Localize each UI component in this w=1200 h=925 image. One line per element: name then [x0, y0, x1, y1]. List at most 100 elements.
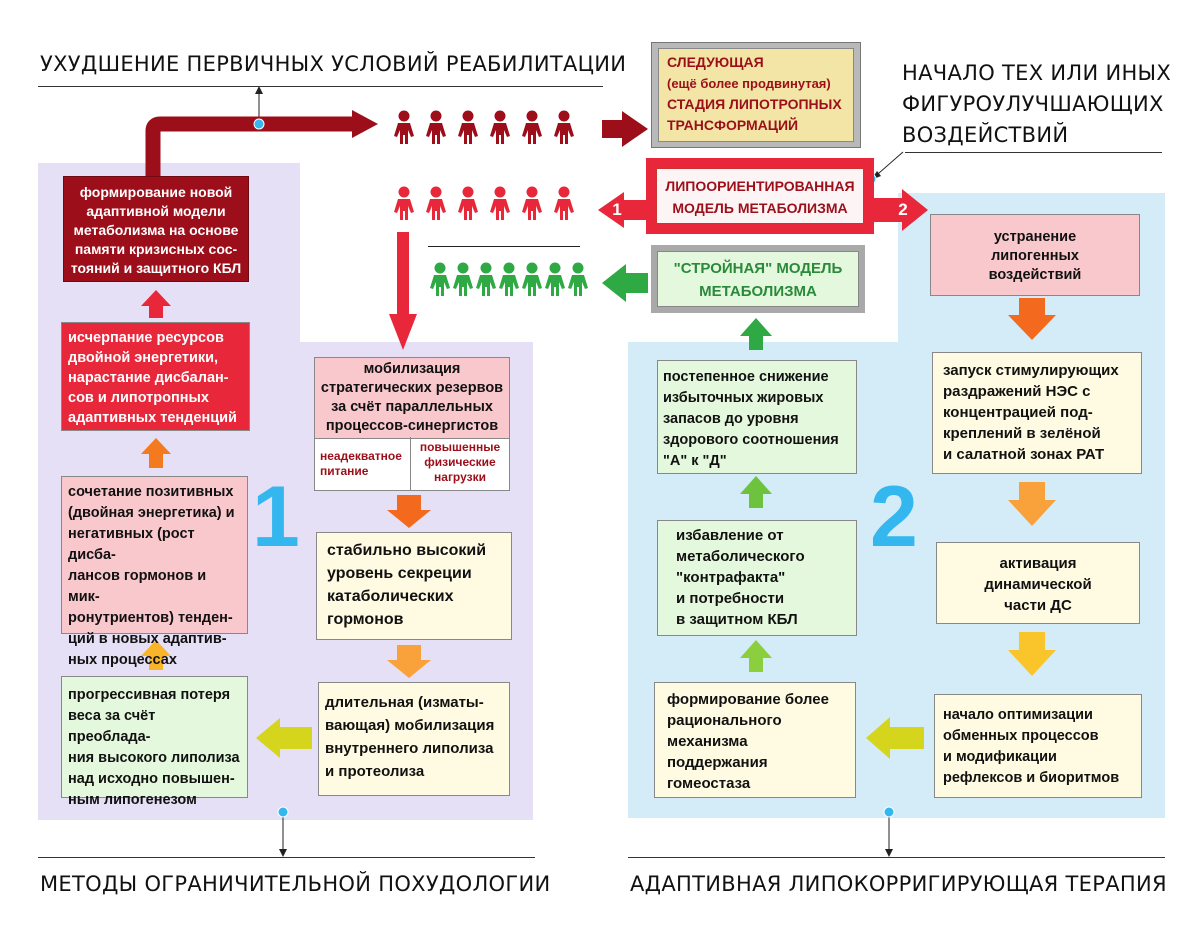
- lipolysis-line: и протеолиза: [325, 763, 425, 780]
- contrafact-line: в защитном КБЛ: [676, 611, 798, 628]
- mobilization-box: мобилизация стратегических резервов за с…: [314, 357, 510, 491]
- launch-line: креплений в зелёной: [943, 425, 1101, 442]
- launch-box: запуск стимулирующих раздражений НЭС с к…: [932, 352, 1142, 474]
- reduction-line: постепенное снижение: [663, 369, 829, 385]
- next-stage-line: СТАДИЯ ЛИПОТРОПНЫХ: [667, 96, 842, 112]
- arrow-up-reduction-to-slim: [740, 318, 772, 350]
- lipolysis-line: длительная (изматы-: [325, 694, 484, 711]
- next-stage-line: ТРАНСФОРМАЦИЙ: [667, 117, 799, 133]
- combination-line: ронутриентов) тенден-: [68, 610, 233, 626]
- remove-line: липогенных: [991, 248, 1079, 264]
- combination-box: сочетание позитивных (двойная энергетика…: [61, 476, 248, 668]
- right-big-number: 2: [870, 469, 918, 565]
- launch-line: и салатной зонах РАТ: [943, 446, 1105, 463]
- activation-line: динамической: [984, 576, 1092, 593]
- arrow-up-comb-to-exhaust: [141, 438, 171, 468]
- lipo-model-line: МОДЕЛЬ МЕТАБОЛИЗМА: [672, 200, 848, 216]
- pipe-arrow-head: [352, 110, 378, 138]
- contrafact-box: избавление от метаболического "контрафак…: [657, 520, 857, 636]
- lipolysis-box: длительная (изматы- вающая) мобилизация …: [318, 682, 510, 796]
- mechanism-line: поддержания: [667, 754, 768, 771]
- exhaustion-line: сов и липотропных: [68, 390, 209, 406]
- contrafact-line: избавление от: [676, 527, 784, 544]
- heading-bottom-left: МЕТОДЫ ОГРАНИЧИТЕЛЬНОЙ ПОХУДОЛОГИИ: [40, 872, 551, 896]
- sub-load-line: физические: [424, 455, 496, 469]
- activation-line: части ДС: [1004, 597, 1072, 614]
- new-model-line: формирование новой: [79, 184, 233, 200]
- divider-bottom-right: [628, 857, 1165, 858]
- arrow-up-mechanism-to-contrafact: [740, 640, 772, 672]
- reduction-line: избыточных жировых: [663, 390, 824, 406]
- exhaustion-box: исчерпание ресурсов двойной энергетики, …: [61, 322, 250, 431]
- catabolic-line: катаболических: [327, 588, 454, 605]
- arrow-down-remove-to-launch: [1008, 298, 1056, 340]
- heading-top-right-line: НАЧАЛО ТЕХ ИЛИ ИНЫХ: [902, 61, 1172, 85]
- mechanism-line: формирование более: [667, 691, 829, 708]
- combination-line: (двойная энергетика) и: [68, 505, 235, 521]
- exhaustion-line: адаптивных тенденций: [68, 410, 237, 426]
- combination-line: ций в новых адаптив-: [68, 631, 227, 647]
- divider-bottom-left: [38, 857, 535, 858]
- weight-loss-line: над исходно повышен-: [68, 771, 235, 787]
- lipolysis-line: внутреннего липолиза: [325, 740, 494, 757]
- mechanism-box: формирование более рационального механиз…: [654, 682, 856, 798]
- weight-loss-line: ния высокого липолиза: [68, 750, 240, 766]
- remove-line: воздействий: [988, 267, 1082, 283]
- weight-loss-line: прогрессивная потеря: [68, 687, 231, 703]
- arrow-up-exhaust-to-new: [141, 290, 171, 318]
- arrow-to-next-stage: [602, 111, 648, 147]
- launch-line: концентрацией под-: [943, 404, 1093, 421]
- exhaustion-line: нарастание дисбалан-: [68, 370, 229, 386]
- heading-top-right-line: ФИГУРОУЛУЧШАЮЩИХ: [902, 92, 1164, 116]
- heading-top-left: УХУДШЕНИЕ ПЕРВИЧНЫХ УСЛОВИЙ РЕАБИЛИТАЦИИ: [40, 52, 627, 76]
- weight-loss-box: прогрессивная потеря веса за счёт преобл…: [61, 676, 248, 808]
- weight-loss-line: веса за счёт преоблада-: [68, 708, 156, 745]
- arrow-down-activation-to-optimization: [1008, 632, 1056, 676]
- sub-nutrition: неадекватное питание: [315, 437, 411, 491]
- sub-nutrition-line: питание: [320, 464, 369, 478]
- reduction-line: "А" к "Д": [663, 453, 727, 469]
- arrow-down-launch-to-activation: [1008, 482, 1056, 526]
- arrow-left-lip-to-loss: [256, 718, 312, 758]
- sub-load: повышенные физические нагрузки: [411, 437, 509, 491]
- divider-top-right: [905, 152, 1162, 153]
- mobilization-line: за счёт параллельных: [331, 399, 493, 415]
- arrow-down-cat-to-lip: [387, 645, 431, 678]
- divider-top-left: [38, 86, 603, 87]
- left-big-number: 1: [252, 469, 300, 565]
- reduction-box: постепенное снижение избыточных жировых …: [657, 360, 857, 474]
- slim-model-line: МЕТАБОЛИЗМА: [699, 283, 817, 300]
- reduction-line: здорового соотношения: [663, 432, 839, 448]
- arrow-left-optimization-to-mechanism: [866, 717, 924, 759]
- sub-load-line: повышенные: [419, 440, 501, 454]
- combination-line: сочетание позитивных: [68, 484, 234, 500]
- mobilization-header: мобилизация стратегических резервов за с…: [315, 358, 509, 439]
- launch-line: запуск стимулирующих: [943, 362, 1119, 379]
- remove-line: устранение: [993, 229, 1077, 245]
- activation-box: активация динамической части ДС: [936, 542, 1140, 624]
- heading-top-right-line: ВОЗДЕЙСТВИЙ: [902, 123, 1069, 147]
- next-stage-box: СЛЕДУЮЩАЯ (ещё более продвинутая) СТАДИЯ…: [658, 48, 854, 142]
- lipolysis-line: вающая) мобилизация: [325, 717, 495, 734]
- contrafact-line: и потребности: [676, 590, 785, 607]
- exhaustion-line: двойной энергетики,: [68, 350, 219, 366]
- launch-line: раздражений НЭС с: [943, 383, 1091, 400]
- arrow-green-left: [602, 264, 648, 302]
- heading-top-right: НАЧАЛО ТЕХ ИЛИ ИНЫХ ФИГУРОУЛУЧШАЮЩИХ ВОЗ…: [902, 58, 1171, 151]
- pipe-arrow: [145, 116, 355, 182]
- reduction-line: запасов до уровня: [663, 411, 799, 427]
- catabolic-line: стабильно высокий: [327, 542, 487, 559]
- new-model-line: тояний и защитного КБЛ: [70, 260, 242, 276]
- lipo-model-box: ЛИПООРИЕНТИРОВАННАЯ МОДЕЛЬ МЕТАБОЛИЗМА: [656, 168, 864, 224]
- combination-line: лансов гормонов и мик-: [68, 568, 207, 605]
- optimization-box: начало оптимизации обменных процессов и …: [934, 694, 1142, 798]
- sub-load-line: нагрузки: [434, 470, 486, 484]
- contrafact-line: метаболического: [676, 548, 805, 565]
- mobilization-line: процессов-синергистов: [325, 418, 499, 434]
- slim-model-line: "СТРОЙНАЯ" МОДЕЛЬ: [673, 260, 843, 277]
- new-model-line: памяти кризисных сос-: [74, 241, 238, 257]
- lipo-model-line: ЛИПООРИЕНТИРОВАННАЯ: [665, 178, 855, 194]
- people-row-red: [394, 186, 574, 220]
- next-stage-line: (ещё более продвинутая): [667, 76, 831, 91]
